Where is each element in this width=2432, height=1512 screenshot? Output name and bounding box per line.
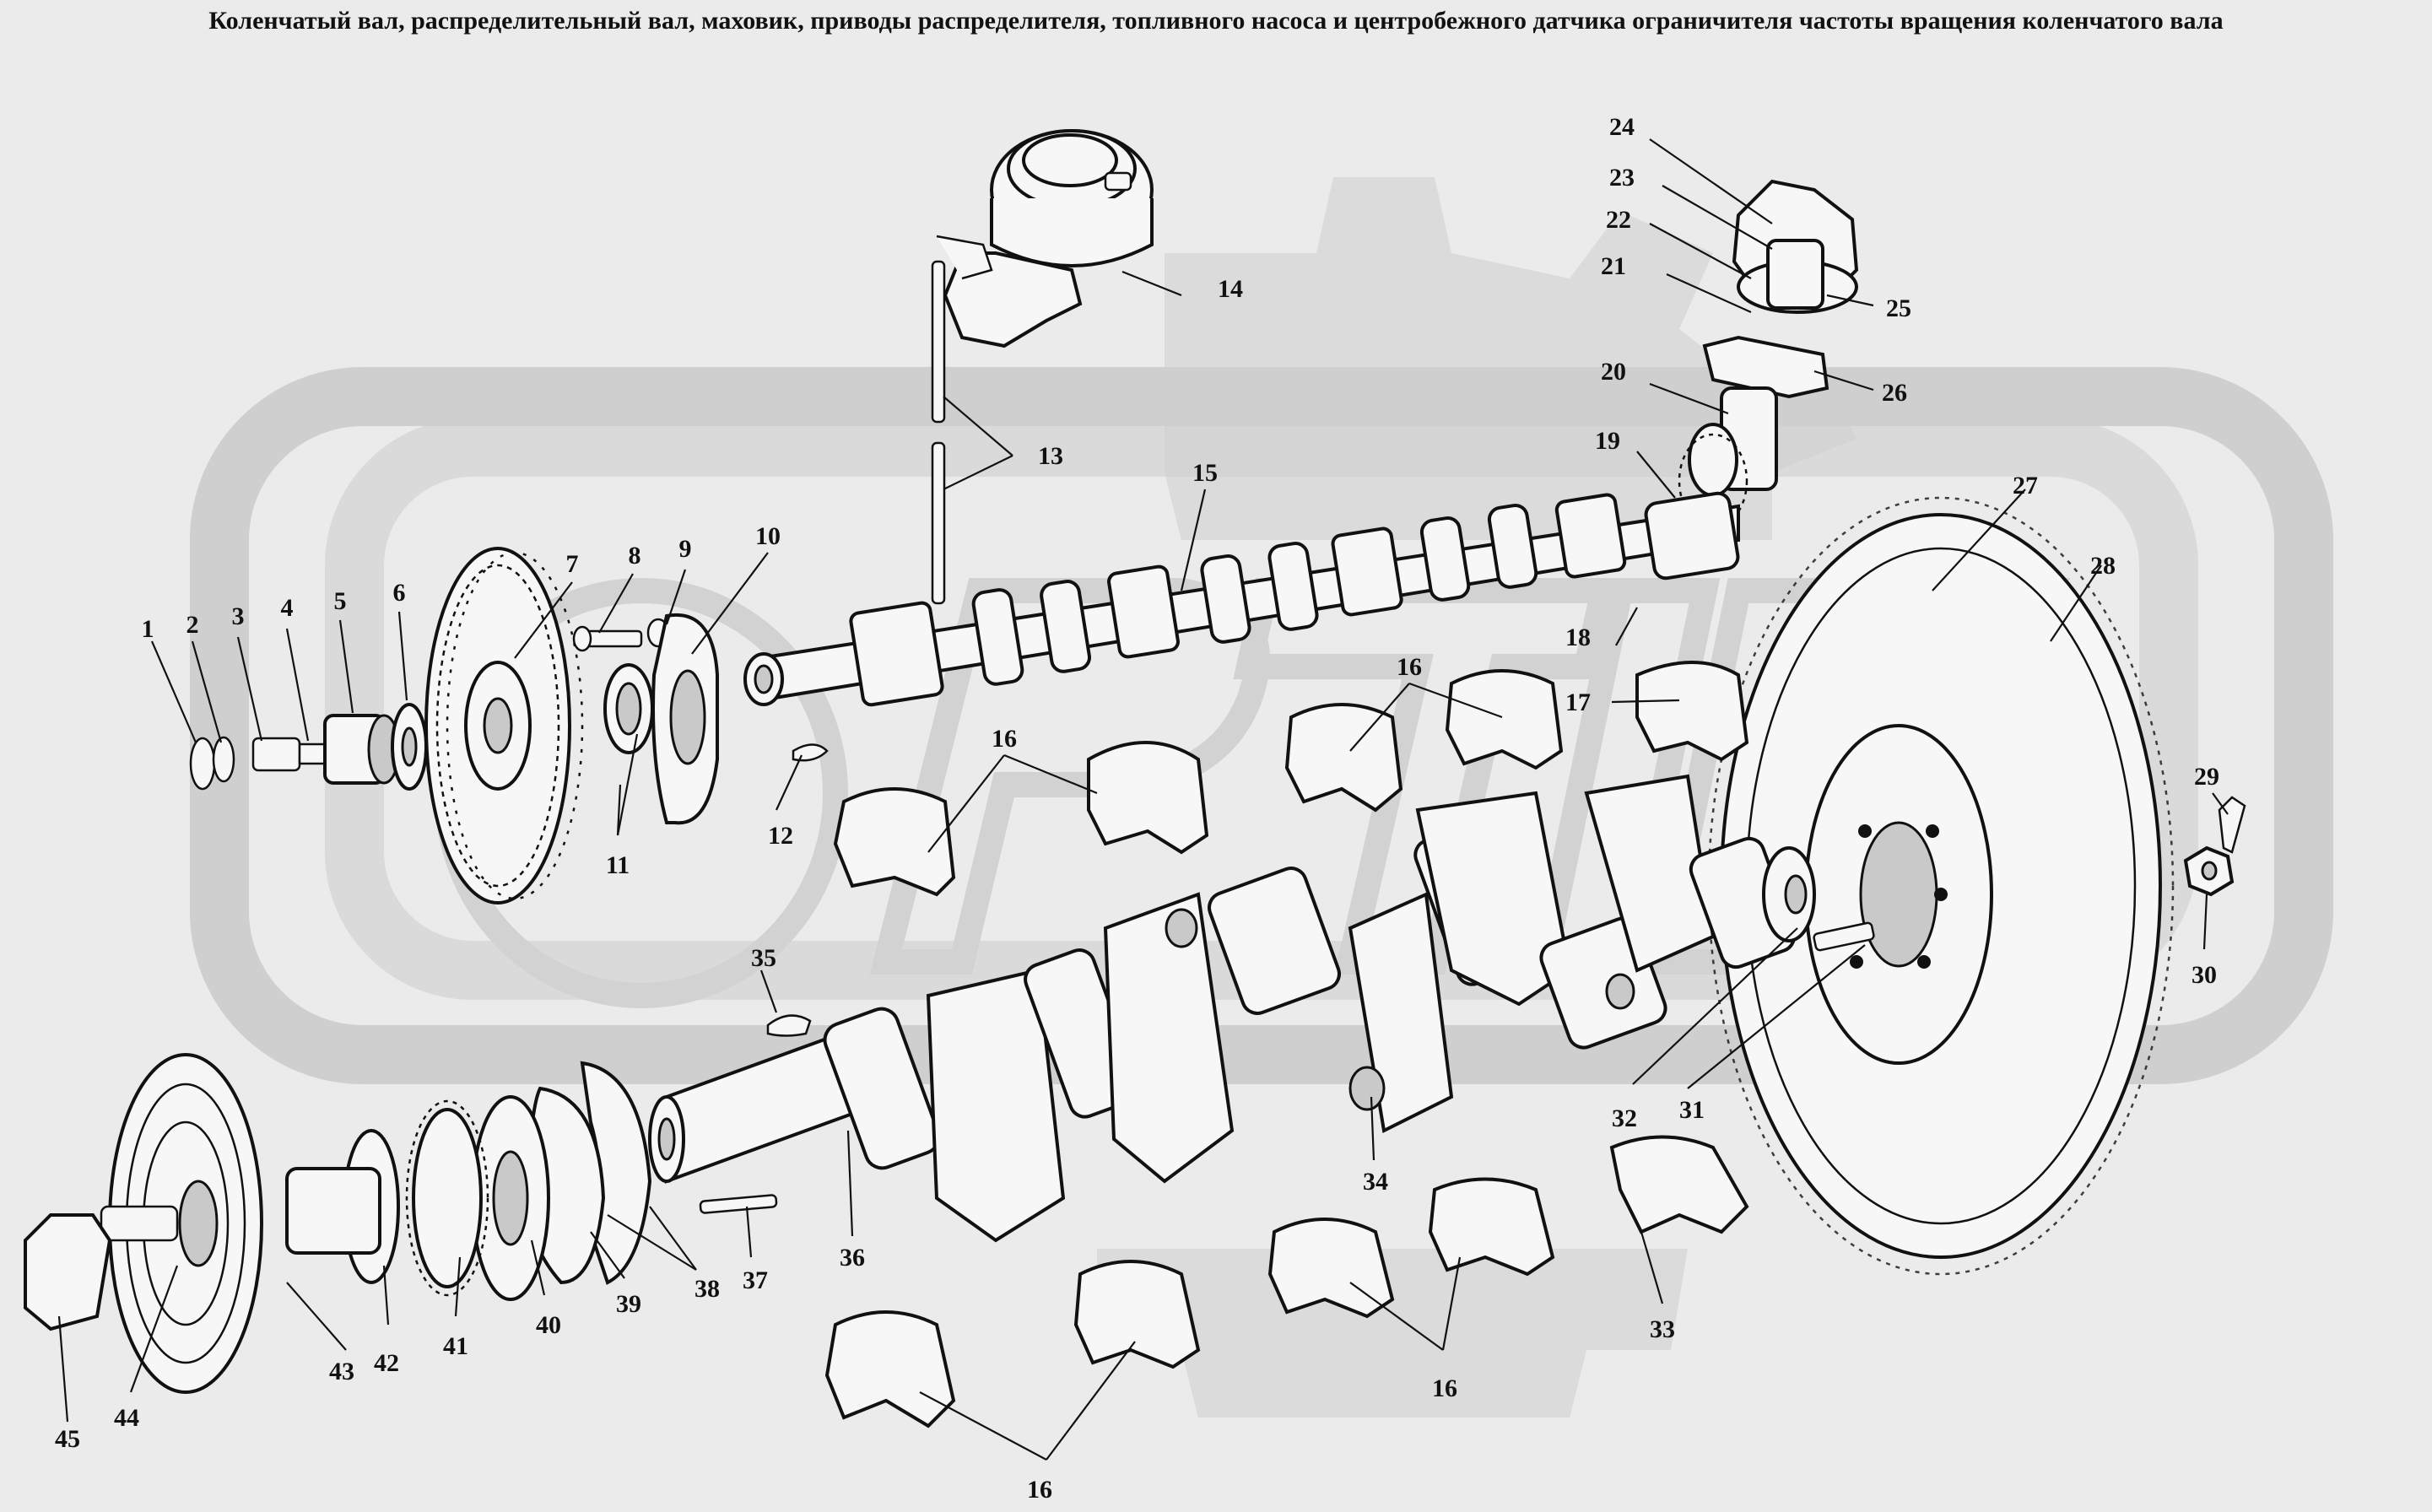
callout-25: 25 [1886,294,1911,322]
callout-3: 3 [232,602,245,630]
distributor-drive [1678,179,1859,529]
fuel-pump-pushrod [931,260,946,605]
callout-27: 27 [2013,472,2038,500]
main-bearing-shells [824,661,1749,1428]
callout-16-c: 16 [1432,1374,1457,1402]
callout-31: 31 [1679,1096,1705,1124]
callout-15: 15 [1192,459,1218,487]
callout-32: 32 [1612,1104,1637,1132]
callout-9: 9 [679,535,692,563]
callout-38: 38 [694,1275,720,1303]
callout-34: 34 [1363,1168,1388,1196]
thrust-flange-parts [572,613,829,825]
callout-6: 6 [393,579,406,607]
callout-4: 4 [281,594,294,622]
callout-19: 19 [1595,427,1620,455]
callout-37: 37 [743,1266,768,1294]
callout-5: 5 [334,587,347,615]
callout-12: 12 [768,822,793,850]
callout-11: 11 [606,851,630,879]
callout-20: 20 [1601,358,1626,386]
callout-35: 35 [751,944,776,972]
camshaft [743,491,1740,707]
callout-18: 18 [1565,624,1591,651]
crankshaft [648,774,1875,1243]
callout-39: 39 [616,1290,641,1318]
callout-36: 36 [840,1244,865,1272]
callout-23: 23 [1609,164,1635,192]
callout-45: 45 [55,1425,80,1453]
leader-lines [57,138,2229,1461]
diagram-title: Коленчатый вал, распределительный вал, м… [208,7,2224,35]
callout-13: 13 [1038,442,1063,470]
callout-14: 14 [1218,275,1243,303]
callout-40: 40 [536,1311,561,1339]
callout-43: 43 [329,1358,354,1385]
callout-28: 28 [2090,552,2116,580]
callout-26: 26 [1882,379,1907,407]
callout-30: 30 [2192,961,2217,989]
callout-41: 41 [443,1332,468,1360]
callout-labels: 1 2 3 4 5 6 7 8 9 10 11 12 13 14 15 16 1… [55,113,2219,1504]
callout-16-a: 16 [992,725,1017,753]
callout-33: 33 [1650,1315,1675,1343]
callout-10: 10 [755,522,781,550]
callout-17: 17 [1565,688,1591,716]
callout-24: 24 [1609,113,1635,141]
callout-22: 22 [1606,206,1631,234]
callout-16-b: 16 [1397,653,1422,681]
front-small-parts [189,703,428,791]
woodruff-key-and-pin [699,1014,812,1214]
callout-1: 1 [142,615,154,643]
callout-2: 2 [186,611,199,639]
callout-44: 44 [114,1404,139,1432]
callout-21: 21 [1601,252,1626,280]
callout-42: 42 [374,1349,399,1377]
callout-16-d: 16 [1027,1476,1052,1504]
fuel-pump [936,129,1154,348]
callout-8: 8 [629,542,641,570]
callout-29: 29 [2194,763,2219,791]
callout-7: 7 [566,550,579,578]
crankshaft-front-parts [24,1053,652,1394]
camshaft-gear [424,547,584,904]
